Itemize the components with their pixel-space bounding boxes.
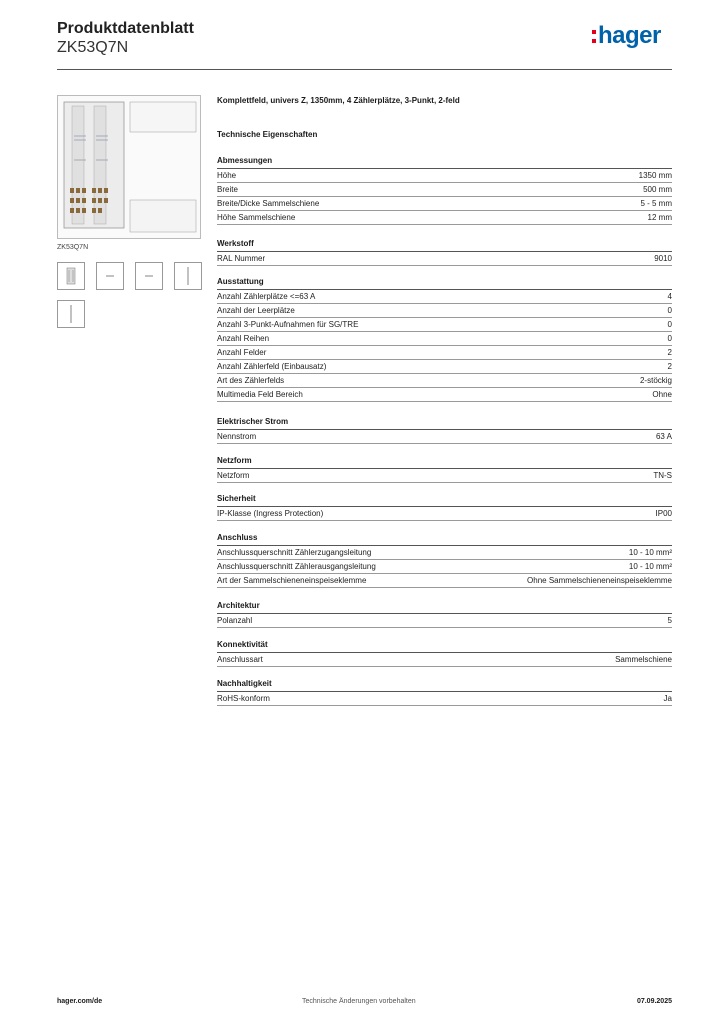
product-code: ZK53Q7N bbox=[57, 39, 129, 56]
section-title: Konnektivität bbox=[217, 640, 672, 653]
section-title: Abmessungen bbox=[217, 156, 672, 169]
meter-cabinet-illustration bbox=[63, 101, 197, 233]
logo-text: hager bbox=[598, 22, 661, 49]
section-title: Anschluss bbox=[217, 533, 672, 546]
thumbnail-drawing-3[interactable] bbox=[174, 262, 202, 290]
table-row: Anschlussquerschnitt Zählerzugangsleitun… bbox=[217, 546, 672, 560]
product-image[interactable] bbox=[57, 95, 201, 239]
dash-icon bbox=[106, 275, 114, 277]
footer-date: 07.09.2025 bbox=[636, 998, 672, 1005]
hager-logo: hager bbox=[592, 22, 672, 51]
section-sicherheit: Sicherheit IP-Klasse (Ingress Protection… bbox=[217, 494, 672, 521]
thumbnail-drawing-4[interactable] bbox=[57, 300, 85, 328]
page-title: Produktdatenblatt bbox=[57, 20, 194, 37]
dash-icon bbox=[145, 275, 153, 277]
thumbnail-product[interactable] bbox=[57, 262, 85, 290]
section-title: Sicherheit bbox=[217, 494, 672, 507]
image-caption: ZK53Q7N bbox=[57, 244, 89, 251]
product-front-icon bbox=[66, 267, 76, 285]
product-description: Komplettfeld, univers Z, 1350mm, 4 Zähle… bbox=[217, 96, 460, 105]
table-row: Anschlussquerschnitt Zählerausgangsleitu… bbox=[217, 560, 672, 574]
table-row: Anzahl Zählerfeld (Einbausatz)2 bbox=[217, 360, 672, 374]
table-row: IP-Klasse (Ingress Protection)IP00 bbox=[217, 507, 672, 521]
thumbnail-drawing-1[interactable] bbox=[96, 262, 124, 290]
vertical-line-icon bbox=[70, 305, 72, 323]
vertical-line-icon bbox=[187, 267, 189, 285]
section-anschluss: Anschluss Anschlussquerschnitt Zählerzug… bbox=[217, 533, 672, 588]
header-divider bbox=[57, 69, 672, 70]
section-title: Nachhaltigkeit bbox=[217, 679, 672, 692]
thumbnail-drawing-2[interactable] bbox=[135, 262, 163, 290]
section-title: Architektur bbox=[217, 601, 672, 614]
section-title: Werkstoff bbox=[217, 239, 672, 252]
footer-website-link[interactable]: hager.com/de bbox=[57, 998, 103, 1005]
section-title: Ausstattung bbox=[217, 277, 672, 290]
logo-colon-icon bbox=[592, 30, 596, 48]
page-header: Produktdatenblatt ZK53Q7N hager bbox=[57, 20, 672, 70]
section-title: Elektrischer Strom bbox=[217, 417, 672, 430]
footer-disclaimer: Technische Änderungen vorbehalten bbox=[302, 998, 416, 1005]
tech-properties-heading: Technische Eigenschaften bbox=[217, 130, 318, 139]
section-title: Netzform bbox=[217, 456, 672, 469]
